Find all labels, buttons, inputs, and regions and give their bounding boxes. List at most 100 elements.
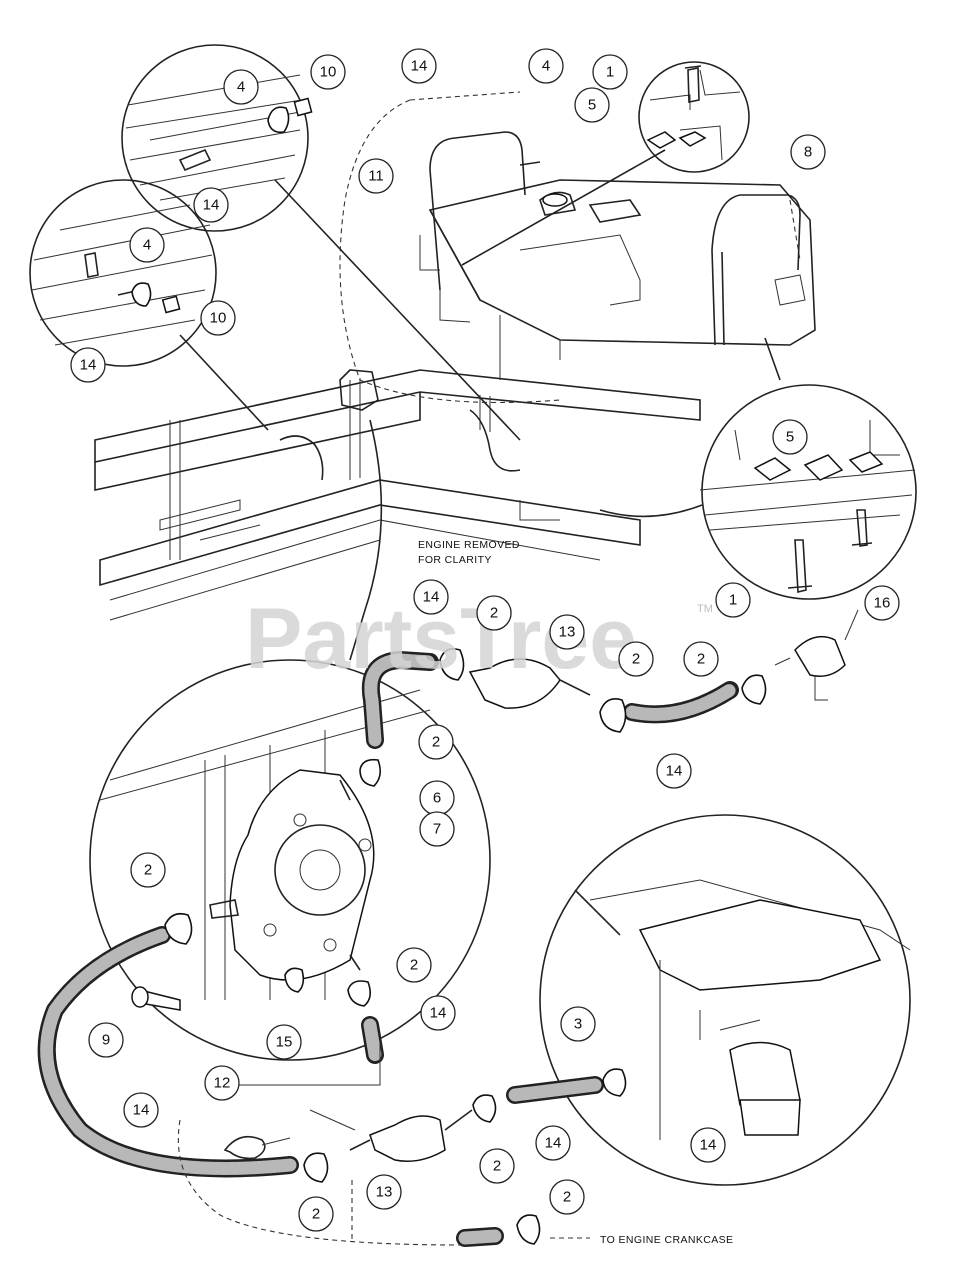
callout-14: 14 — [535, 1125, 571, 1161]
callout-bubble — [790, 134, 826, 170]
callout-3: 3 — [560, 1006, 596, 1042]
callout-number: 10 — [210, 310, 227, 327]
detail-circle-right — [699, 384, 917, 600]
detail-circle-top-right — [638, 61, 750, 173]
callout-number: 2 — [493, 1158, 501, 1175]
callout-bubble — [204, 1065, 240, 1101]
callout-bubble — [419, 811, 455, 847]
callout-bubble — [549, 1179, 585, 1215]
callout-14: 14 — [690, 1127, 726, 1163]
callout-number: 11 — [368, 168, 384, 185]
callout-bubble — [266, 1024, 302, 1060]
callout-bubble — [420, 995, 456, 1031]
callout-number: 7 — [433, 821, 441, 838]
callout-9: 9 — [88, 1022, 124, 1058]
callout-number: 16 — [874, 595, 891, 612]
callout-14: 14 — [70, 347, 106, 383]
retaining-bracket — [711, 194, 806, 346]
callout-4: 4 — [129, 227, 165, 263]
callout-bubble — [223, 69, 259, 105]
callout-2: 2 — [298, 1196, 334, 1232]
callout-number: 2 — [312, 1206, 320, 1223]
callout-number: 2 — [632, 651, 640, 668]
callout-2: 2 — [130, 852, 166, 888]
callout-number: 2 — [697, 651, 705, 668]
callout-bubble — [70, 347, 106, 383]
callout-1: 1 — [592, 54, 628, 90]
callout-13: 13 — [549, 614, 585, 650]
callout-13: 13 — [366, 1174, 402, 1210]
callout-number: 13 — [376, 1184, 393, 1201]
callout-bubble — [401, 48, 437, 84]
callout-4: 4 — [223, 69, 259, 105]
callout-bubble — [358, 158, 394, 194]
note-engine-removed-line1: ENGINE REMOVED — [418, 539, 520, 551]
callout-bubble — [298, 1196, 334, 1232]
callout-2: 2 — [476, 595, 512, 631]
callout-bubble — [200, 300, 236, 336]
callout-2: 2 — [683, 641, 719, 677]
callout-6: 6 — [419, 780, 455, 816]
callout-11: 11 — [358, 158, 394, 194]
callout-bubble — [193, 187, 229, 223]
fuel-hoses — [37, 651, 739, 1247]
callout-16: 16 — [864, 585, 900, 621]
callout-number: 5 — [786, 429, 794, 446]
callout-bubble — [656, 753, 692, 789]
callout-5: 5 — [772, 419, 808, 455]
callout-12: 12 — [204, 1065, 240, 1101]
callout-number: 14 — [203, 197, 220, 214]
callout-number: 1 — [729, 592, 737, 609]
detail-circle-engine — [539, 814, 911, 1186]
callout-bubble — [366, 1174, 402, 1210]
callout-7: 7 — [419, 811, 455, 847]
callout-bubble — [418, 724, 454, 760]
callout-2: 2 — [618, 641, 654, 677]
hose-clamps — [164, 647, 767, 1245]
callout-number: 14 — [545, 1135, 562, 1152]
tank-strap — [419, 131, 526, 323]
callout-14: 14 — [401, 48, 437, 84]
callout-number: 12 — [214, 1075, 231, 1092]
callout-number: 14 — [411, 58, 428, 75]
callout-number: 2 — [144, 862, 152, 879]
callout-8: 8 — [790, 134, 826, 170]
callout-4: 4 — [528, 48, 564, 84]
chassis-frame — [94, 369, 701, 621]
callout-number: 2 — [410, 957, 418, 974]
fuel-filters — [349, 658, 591, 1162]
fuel-fitting — [774, 609, 859, 701]
callout-bubble — [528, 48, 564, 84]
note-to-engine-crankcase: TO ENGINE CRANKCASE — [600, 1234, 733, 1246]
callout-bubble — [549, 614, 585, 650]
watermark-trademark: TM — [697, 603, 713, 615]
callout-1: 1 — [715, 582, 751, 618]
callout-number: 3 — [574, 1016, 582, 1033]
callout-number: 1 — [606, 64, 614, 81]
callout-number: 9 — [102, 1032, 110, 1049]
callout-number: 6 — [433, 790, 441, 807]
callout-2: 2 — [549, 1179, 585, 1215]
callout-number: 14 — [666, 763, 683, 780]
callout-14: 14 — [656, 753, 692, 789]
detail-circle-top-left — [121, 44, 313, 232]
callout-14: 14 — [123, 1092, 159, 1128]
callout-bubble — [574, 87, 610, 123]
callout-bubble — [123, 1092, 159, 1128]
callout-bubble — [310, 54, 346, 90]
callout-number: 4 — [143, 237, 151, 254]
callout-number: 15 — [276, 1034, 293, 1051]
callout-bubble — [715, 582, 751, 618]
callout-bubble — [592, 54, 628, 90]
callout-number: 14 — [133, 1102, 150, 1119]
callout-15: 15 — [266, 1024, 302, 1060]
callout-number: 14 — [80, 357, 97, 374]
detail-circle-left — [29, 179, 217, 367]
callout-bubble — [129, 227, 165, 263]
callout-bubble — [690, 1127, 726, 1163]
callout-bubble — [130, 852, 166, 888]
callout-2: 2 — [396, 947, 432, 983]
fuel-line-tie — [223, 1135, 291, 1160]
callout-10: 10 — [310, 54, 346, 90]
